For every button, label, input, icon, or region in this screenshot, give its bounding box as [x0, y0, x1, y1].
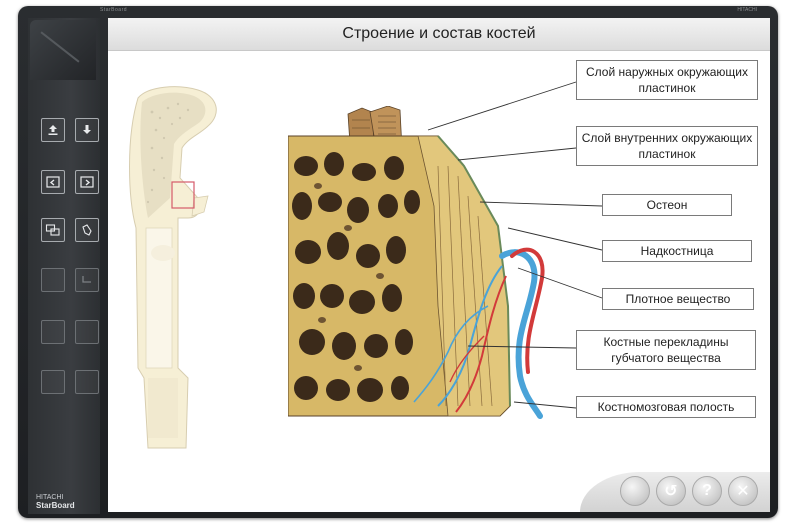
screens-glyph	[45, 223, 61, 237]
label-compact-substance: Плотное вещество	[602, 288, 754, 310]
brand-top-left: StarBoard	[100, 7, 127, 13]
label-inner-lamellae: Слой внутренних окружающих пластинок	[576, 126, 758, 166]
screens-icon[interactable]	[41, 218, 65, 242]
brand-bottom-small: HITACHI	[36, 494, 63, 501]
help-icon: ?	[702, 482, 712, 500]
tray-corner	[30, 20, 96, 80]
close-button[interactable]: ✕	[728, 476, 758, 506]
brand-bottom: HITACHI StarBoard	[36, 494, 75, 510]
download-glyph	[80, 123, 94, 137]
back-button[interactable]: ↺	[656, 476, 686, 506]
upload-glyph	[46, 123, 60, 137]
label-outer-lamellae: Слой наружных окружающих пластинок	[576, 60, 758, 100]
label-trabeculae: Костные перекладины губчатого вещества	[576, 330, 756, 370]
bottom-bar: ↺ ? ✕	[108, 476, 770, 512]
download-icon[interactable]	[75, 118, 99, 142]
pen-glyph	[80, 223, 94, 237]
page-back-glyph	[45, 175, 61, 189]
label-periosteum: Надкостница	[602, 240, 752, 262]
home-button[interactable]	[620, 476, 650, 506]
brand-top-right: HITACHI	[737, 7, 757, 13]
label-osteon: Остеон	[602, 194, 732, 216]
empty-slot[interactable]	[41, 370, 65, 394]
empty-slot[interactable]	[41, 320, 65, 344]
return-glyph	[80, 273, 94, 287]
return-icon[interactable]	[75, 268, 99, 292]
close-icon: ✕	[736, 481, 749, 501]
back-icon: ↺	[664, 481, 677, 501]
tool-tray	[28, 18, 100, 514]
page-forward-icon[interactable]	[75, 170, 99, 194]
pen-icon[interactable]	[75, 218, 99, 242]
help-button[interactable]: ?	[692, 476, 722, 506]
label-marrow-cavity: Костномозговая полость	[576, 396, 756, 418]
brand-bottom-name: StarBoard	[36, 502, 75, 510]
slide-screen: Строение и состав костей	[108, 18, 770, 512]
upload-icon[interactable]	[41, 118, 65, 142]
blank-tool-icon[interactable]	[41, 268, 65, 292]
empty-slot[interactable]	[75, 370, 99, 394]
page-back-icon[interactable]	[41, 170, 65, 194]
empty-slot[interactable]	[75, 320, 99, 344]
page-forward-glyph	[79, 175, 95, 189]
